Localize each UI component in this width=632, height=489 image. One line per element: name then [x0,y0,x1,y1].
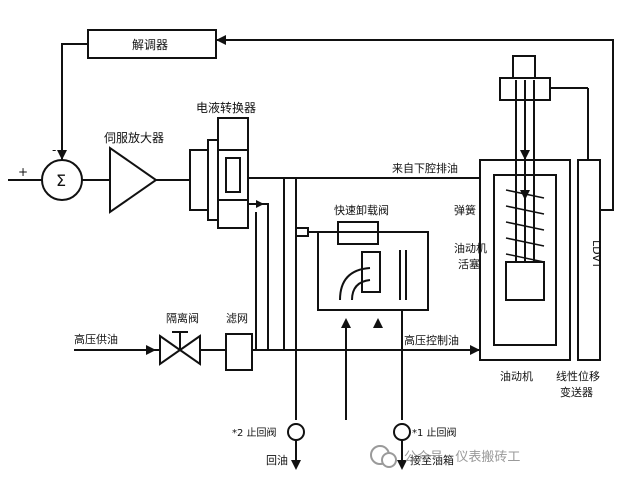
actuator-piston [505,261,545,301]
isolation-valve [159,334,182,366]
ev-converter [217,117,249,229]
quick-unload-valve [317,231,429,311]
servo-amplifier [109,146,158,214]
ev-converter-label: 电液转换器 [196,100,256,115]
check-valve-2-label: *2 止回阀 [232,426,277,439]
actuator-label: 油动机 [500,369,533,383]
filter-label: 滤网 [226,312,248,325]
plus-sign: + [18,165,28,179]
lvdt-name-2: 变送器 [560,385,593,399]
demodulator-label: 解调器 [132,38,168,52]
filter [225,333,253,371]
hp-control-label: 高压控制油 [404,333,459,347]
servo-amp-label: 伺服放大器 [104,130,164,145]
watermark-text: 公众号 · 仪表搬砖工 [404,450,520,465]
return-oil-label: 回油 [266,453,288,467]
feedback-line [216,39,614,211]
upper-chamber-label: 来自下腔排油 [392,161,458,175]
check-valve-2 [287,423,305,441]
check-valve-1 [393,423,411,441]
ev-flange [207,139,219,221]
actuator-piston-label-1: 油动机 [454,241,487,255]
actuator-piston-label-2: 活塞 [458,257,480,271]
quick-unload-label: 快速卸载阀 [334,203,389,217]
sigma-symbol: Σ [56,171,66,190]
ev-coil [189,149,209,211]
lvdt-transducer [577,159,601,361]
check-valve-1-label: *1 止回阀 [412,426,457,439]
lvdt-name-1: 线性位移 [556,369,600,383]
isolation-valve-label: 隔离阀 [166,311,199,325]
demod-output-line [61,43,88,160]
watermark: 公众号 · 仪表搬砖工 [370,445,520,468]
to-tank-label: 接至油箱 [410,453,454,467]
spring-label: 弹簧 [454,203,476,217]
hp-supply-label: 高压供油 [74,332,118,346]
lvdt-label: LDVT [590,240,603,269]
minus-sign: - [52,143,56,157]
